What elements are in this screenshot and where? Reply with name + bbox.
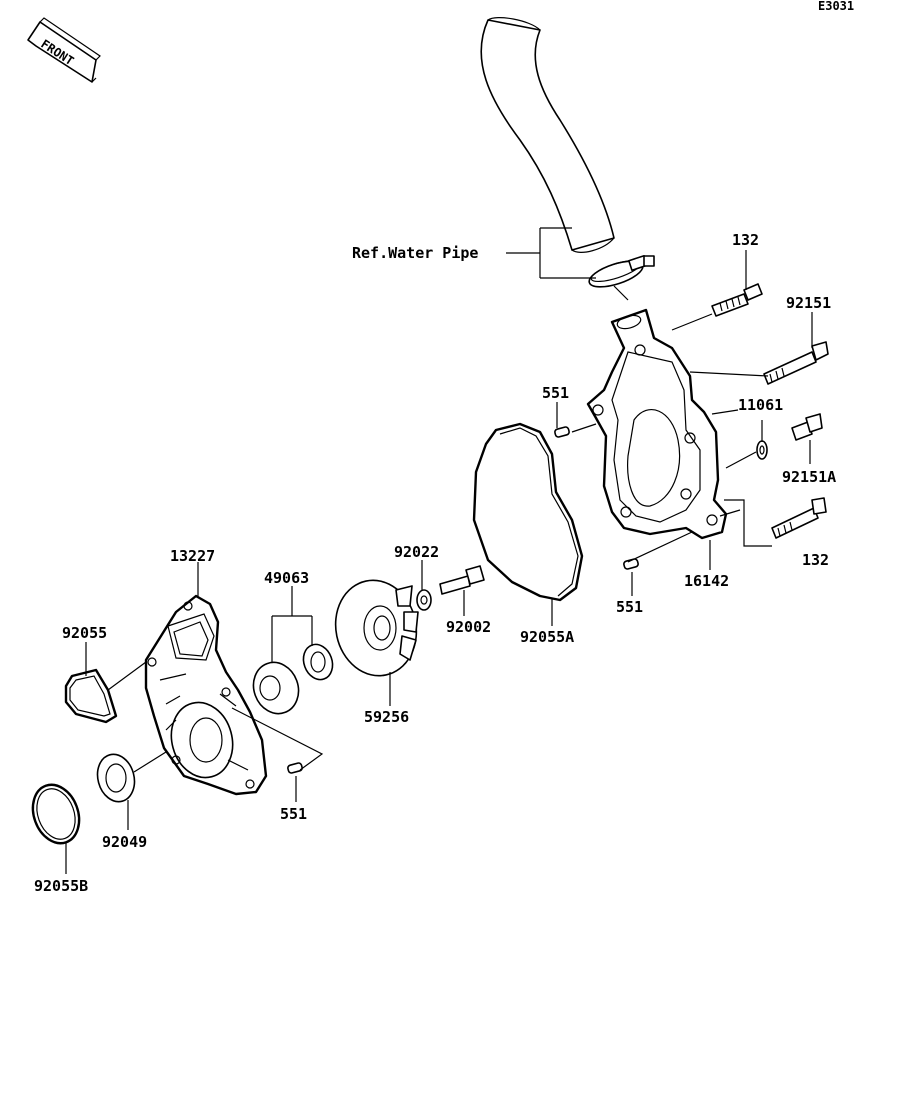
label-13227: 13227 <box>170 547 215 565</box>
label-11061: 11061 <box>738 396 783 414</box>
gasket-92055a <box>472 422 584 602</box>
diagram-code: E3031 <box>818 0 854 13</box>
label-551-upper: 551 <box>542 384 569 402</box>
washer-92022 <box>416 589 432 611</box>
pump-cover <box>586 308 728 540</box>
label-551-right: 551 <box>616 598 643 616</box>
label-92049: 92049 <box>102 833 147 851</box>
label-59256: 59256 <box>364 708 409 726</box>
impeller-59256 <box>334 579 419 677</box>
label-132-top: 132 <box>732 231 759 249</box>
oil-seal-92049 <box>96 753 136 803</box>
label-551-lower: 551 <box>280 805 307 823</box>
pump-body-13227 <box>144 594 268 796</box>
dowel-pin-lower <box>287 762 303 774</box>
label-92151: 92151 <box>786 294 831 312</box>
label-92055b: 92055B <box>34 877 88 895</box>
washer-11061 <box>756 440 768 460</box>
bolt-92151 <box>763 341 829 385</box>
bolt-132-top <box>711 283 763 317</box>
label-92055: 92055 <box>62 624 107 642</box>
label-92002: 92002 <box>446 618 491 636</box>
label-132-bottom: 132 <box>802 551 829 569</box>
label-92022: 92022 <box>394 543 439 561</box>
o-ring-92055 <box>64 668 118 724</box>
ref-water-pipe-label: Ref.Water Pipe <box>352 244 478 262</box>
dowel-pin-right <box>623 558 639 570</box>
label-92151a: 92151A <box>782 468 836 486</box>
water-pipe-hose <box>480 17 615 253</box>
hose-clamp <box>588 254 655 288</box>
label-49063: 49063 <box>264 569 309 587</box>
label-92055a: 92055A <box>520 628 574 646</box>
bolt-92002 <box>439 565 485 595</box>
label-16142: 16142 <box>684 572 729 590</box>
seal-49063-a <box>252 661 300 715</box>
seal-49063-b <box>302 643 334 681</box>
bolt-92151a <box>791 413 823 441</box>
front-arrow-badge: FRONT <box>27 17 101 83</box>
leader-lines <box>65 250 813 874</box>
dowel-pin-upper <box>554 426 570 438</box>
bolt-132-bottom <box>771 497 827 539</box>
